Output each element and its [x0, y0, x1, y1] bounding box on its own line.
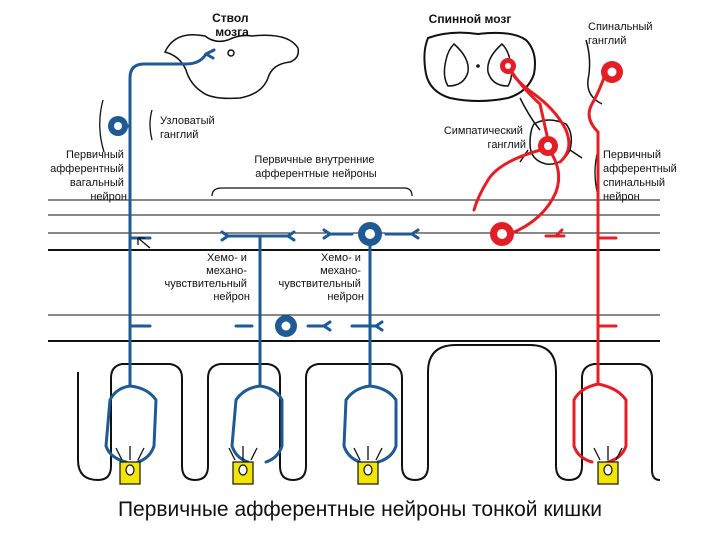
sympathetic-chain-outline: [519, 39, 603, 165]
brainstem: [163, 34, 300, 100]
spinal-ganglion-label: Спинальный ганглий: [588, 21, 656, 47]
vagal-and-intrinsic-pathways: [104, 48, 420, 464]
signal-arrows: [115, 237, 623, 461]
spinal-neuron-label: Первичный афферентный спинальный нейрон: [603, 149, 680, 203]
neuron-nuclei-red: [497, 63, 617, 239]
nodose-ganglion-label: Узловатый ганглий: [160, 115, 218, 141]
neuron-nuclei-blue: [114, 122, 375, 331]
gut-wall-layers: [48, 199, 660, 342]
spinal-neuron-bodies: [490, 58, 623, 246]
vagal-neuron-label: Первичный афферентный вагальный нейрон: [50, 149, 127, 203]
villi-outline: [77, 344, 661, 482]
enteroendocrine-cells: [119, 461, 619, 485]
spinal-cord: [423, 31, 536, 102]
intrinsic-neurons-label: Первичные внутренние афферентные нейроны: [254, 154, 377, 180]
intrinsic-neurons-bracket: [211, 187, 413, 197]
spinal-pathways: [472, 64, 628, 464]
brainstem-label: Ствол мозга: [212, 11, 252, 39]
vagal-neuron-bodies: [108, 116, 382, 337]
sympathetic-ganglion-label: Симпатический ганглий: [444, 125, 526, 151]
chemo-neuron-2-label: Хемо- и механо- чувствительный нейрон: [279, 252, 364, 303]
chemo-neuron-1-label: Хемо- и механо- чувствительный нейрон: [165, 252, 250, 303]
figure-caption: Первичные афферентные нейроны тонкой киш…: [117, 498, 603, 521]
nodose-ganglion-bracket: [99, 99, 153, 153]
spinal-cord-label: Спинной мозг: [429, 12, 512, 26]
